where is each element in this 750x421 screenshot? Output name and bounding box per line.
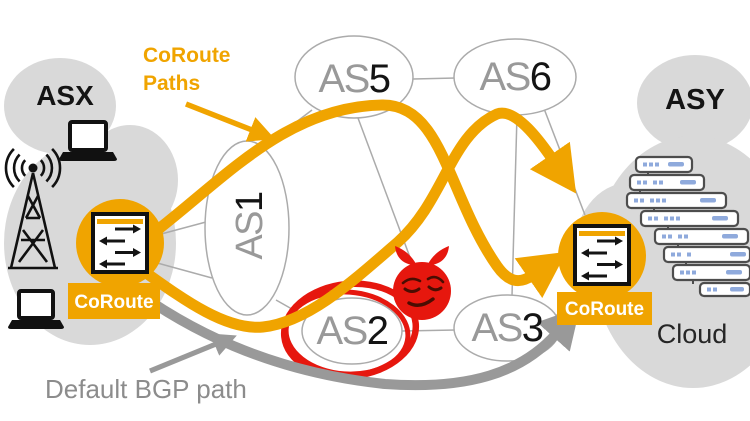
coroute-router-right (557, 212, 652, 325)
coroute-path-lower (124, 107, 577, 333)
asy-label: ASY (665, 84, 725, 116)
cloud-caption: Cloud (656, 319, 728, 349)
laptop-icon-2 (8, 289, 64, 329)
as5-node (294, 35, 414, 119)
default-bgp-path-line (114, 274, 581, 391)
server-stack-icon (625, 155, 750, 298)
as3-label: AS3 (471, 306, 544, 350)
radio-tower-icon (4, 147, 62, 270)
devil-icon (393, 246, 451, 320)
as1-label: AS1 (229, 192, 271, 260)
coroute-label-right: CoRoute (564, 299, 645, 320)
default-bgp-legend: Default BGP path (45, 374, 247, 404)
coroute-paths-pointer-arrow (184, 101, 276, 142)
switch-arrows (99, 224, 141, 269)
as6-label: AS6 (479, 55, 552, 99)
as5-label: AS5 (318, 57, 391, 101)
coroute-label-left-bg (68, 283, 160, 319)
coroute-label-left: CoRoute (74, 292, 154, 313)
as2-node (301, 297, 403, 365)
asx-label: ASX (36, 80, 94, 111)
as2-label: AS2 (316, 309, 389, 353)
coroute-paths-legend: CoRoute Paths (143, 44, 231, 96)
bgp-pointer-arrow (149, 333, 237, 374)
coroute-path-upper (131, 99, 567, 299)
coroute-router-left (68, 199, 164, 319)
laptop-icon (59, 120, 117, 161)
